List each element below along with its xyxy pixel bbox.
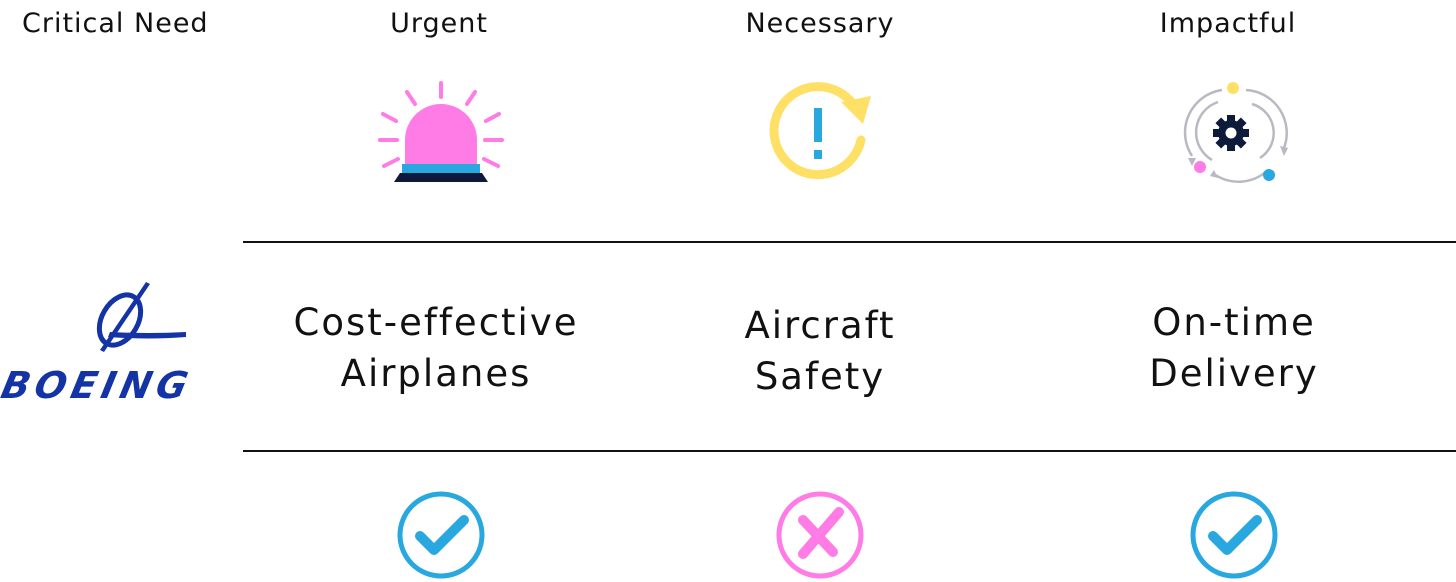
cross-icon xyxy=(775,490,865,580)
check-icon xyxy=(1189,490,1279,580)
row-header-critical-need: Critical Need xyxy=(22,8,209,39)
need-aircraft-safety: Aircraft Safety xyxy=(744,300,895,402)
need-line-2: Safety xyxy=(754,355,886,398)
column-header-urgent: Urgent xyxy=(390,8,488,39)
column-header-necessary: Necessary xyxy=(745,8,895,39)
need-line-2: Airplanes xyxy=(340,352,532,395)
need-on-time-delivery: On-time Delivery xyxy=(1149,297,1319,399)
need-line-1: Cost-effective xyxy=(293,301,579,344)
check-icon xyxy=(396,490,486,580)
boeing-logo xyxy=(0,282,246,396)
need-cost-effective-airplanes: Cost-effective Airplanes xyxy=(294,297,579,399)
warning-refresh-icon xyxy=(765,80,875,184)
need-line-1: Aircraft xyxy=(744,304,896,347)
siren-icon xyxy=(378,80,504,184)
boeing-logo-icon xyxy=(96,282,186,352)
need-line-1: On-time xyxy=(1152,301,1316,344)
row-divider-bottom xyxy=(243,450,1456,452)
row-divider-top xyxy=(243,241,1456,243)
boeing-wordmark: BOEING xyxy=(0,364,197,407)
gear-cycle-icon xyxy=(1180,78,1290,186)
need-line-2: Delivery xyxy=(1149,352,1319,395)
column-header-impactful: Impactful xyxy=(1159,8,1297,39)
